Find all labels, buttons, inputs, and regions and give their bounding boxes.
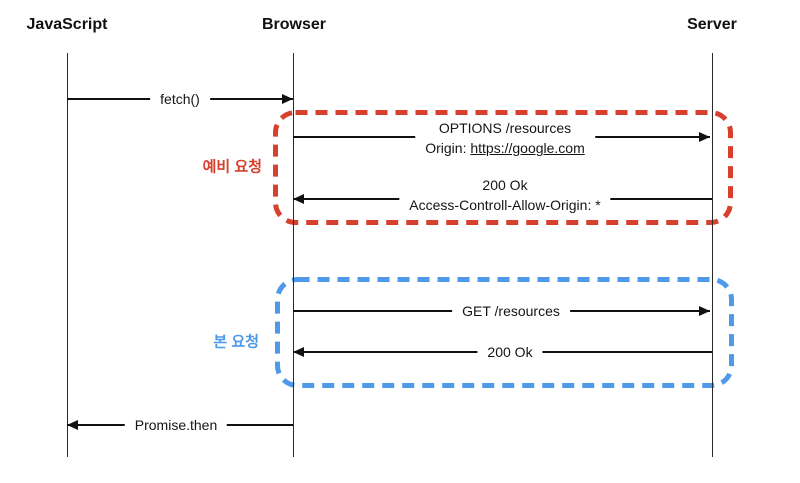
promise-label: Promise.then [124,415,228,435]
main-response-label: 200 Ok [477,342,543,362]
actor-javascript-label: JavaScript [26,16,108,33]
fetch-arrowhead [282,94,293,104]
actor-browser-label: Browser [261,16,327,33]
preflight-request-line2: Origin: https://google.com [425,138,585,158]
preflight-request-arrowhead [699,132,710,142]
main-group-label: 본 요청 [213,333,259,351]
promise-arrowhead [67,420,78,430]
preflight-response-arrowhead [293,194,304,204]
main-request-label: GET /resources [452,301,570,321]
javascript-lifeline [66,53,68,457]
browser-lifeline [292,53,294,457]
origin-prefix: Origin: [425,140,471,156]
preflight-group-label: 예비 요청 [202,158,262,176]
actor-server-label: Server [687,16,737,33]
preflight-request-line1: OPTIONS /resources [438,120,572,136]
preflight-response-line1: 200 Ok [482,177,528,193]
fetch-label: fetch() [150,89,210,109]
main-group-box [275,277,734,388]
main-response-arrowhead [293,347,304,357]
preflight-request-label: OPTIONS /resources Origin: https://googl… [415,118,595,158]
preflight-response-label: 200 Ok Access-Controll-Allow-Origin: * [399,175,611,215]
origin-url-link: https://google.com [470,140,585,156]
main-request-arrowhead [699,306,710,316]
server-lifeline [711,53,713,457]
preflight-response-line2: Access-Controll-Allow-Origin: * [409,197,601,213]
